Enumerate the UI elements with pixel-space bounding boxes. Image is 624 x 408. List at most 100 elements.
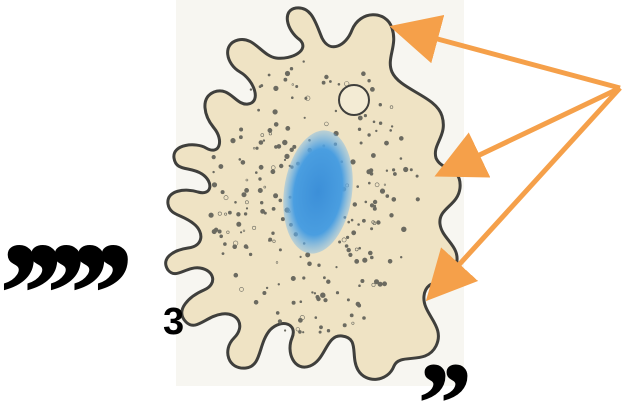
granule — [325, 75, 329, 79]
number-label: 3 — [163, 303, 184, 341]
granule — [374, 205, 376, 207]
granule — [237, 222, 241, 226]
granule — [272, 232, 275, 235]
granule — [290, 67, 293, 70]
granule — [300, 301, 302, 303]
granule — [370, 204, 374, 208]
granule — [266, 287, 268, 289]
granule — [364, 114, 367, 117]
granule — [246, 208, 248, 210]
granule — [349, 253, 353, 257]
granule — [298, 318, 302, 322]
granule — [370, 256, 373, 259]
granule — [355, 259, 359, 263]
granule — [259, 86, 261, 88]
granule — [263, 291, 266, 294]
granule — [360, 142, 362, 144]
granule — [357, 186, 359, 188]
granule — [391, 126, 393, 128]
granule — [327, 329, 330, 332]
granule — [259, 141, 263, 145]
arrow-icon — [448, 88, 620, 170]
granule — [361, 72, 365, 76]
granule — [390, 129, 392, 131]
granule — [356, 302, 360, 306]
granule — [235, 201, 237, 203]
granule — [255, 172, 257, 174]
granule — [363, 317, 366, 320]
granule — [410, 169, 412, 171]
granule — [361, 279, 364, 282]
granule — [347, 299, 349, 301]
granule — [358, 224, 360, 226]
granule — [284, 330, 286, 332]
granule — [260, 201, 263, 204]
granule — [401, 227, 406, 232]
granule — [242, 193, 246, 197]
granule — [370, 87, 374, 91]
granule — [231, 138, 236, 143]
granule — [291, 97, 293, 99]
granule — [284, 159, 286, 161]
granule — [285, 154, 290, 159]
granule — [221, 190, 224, 193]
granule — [312, 292, 314, 294]
granule — [392, 169, 395, 172]
granule — [388, 259, 392, 263]
granule — [239, 128, 242, 131]
granule — [303, 277, 306, 280]
contractile-vacuole — [339, 85, 369, 115]
granule — [278, 320, 282, 324]
granule — [358, 116, 362, 120]
granule — [317, 297, 321, 301]
granule — [269, 238, 272, 241]
granule — [403, 167, 408, 172]
granule — [273, 194, 277, 198]
granule — [291, 276, 295, 280]
granule — [400, 256, 402, 258]
granule — [274, 86, 279, 91]
granule — [384, 141, 388, 145]
granule — [353, 203, 357, 207]
granule — [386, 170, 388, 172]
granule — [314, 292, 316, 294]
granule — [375, 130, 377, 132]
granule — [351, 160, 356, 165]
right-quote-marks: ,, — [420, 282, 464, 402]
granule — [234, 273, 238, 277]
granule — [315, 317, 317, 319]
granule — [390, 213, 394, 217]
granule — [380, 189, 385, 194]
granule — [254, 300, 258, 304]
granule — [320, 293, 325, 298]
granule — [237, 212, 241, 216]
granule — [284, 78, 287, 81]
granule — [246, 246, 248, 248]
granule — [373, 200, 377, 204]
granule — [359, 247, 361, 249]
granule — [348, 221, 350, 223]
granule — [336, 291, 339, 294]
granule — [416, 175, 418, 177]
granule — [358, 128, 361, 131]
granule — [214, 228, 218, 232]
granule — [258, 109, 260, 111]
granule — [239, 136, 242, 139]
granule — [362, 219, 365, 222]
granule — [368, 79, 371, 82]
granule — [416, 198, 420, 202]
granule — [220, 235, 223, 238]
granule — [400, 158, 402, 160]
granule — [346, 236, 349, 239]
granule — [319, 326, 322, 329]
granule — [324, 298, 328, 302]
granule — [219, 165, 221, 167]
granule — [338, 83, 340, 85]
granule — [263, 140, 265, 142]
granule — [386, 195, 389, 198]
granule — [268, 74, 270, 76]
granule — [377, 221, 381, 225]
granule — [379, 122, 382, 125]
granule — [233, 245, 237, 249]
granule — [212, 183, 217, 188]
